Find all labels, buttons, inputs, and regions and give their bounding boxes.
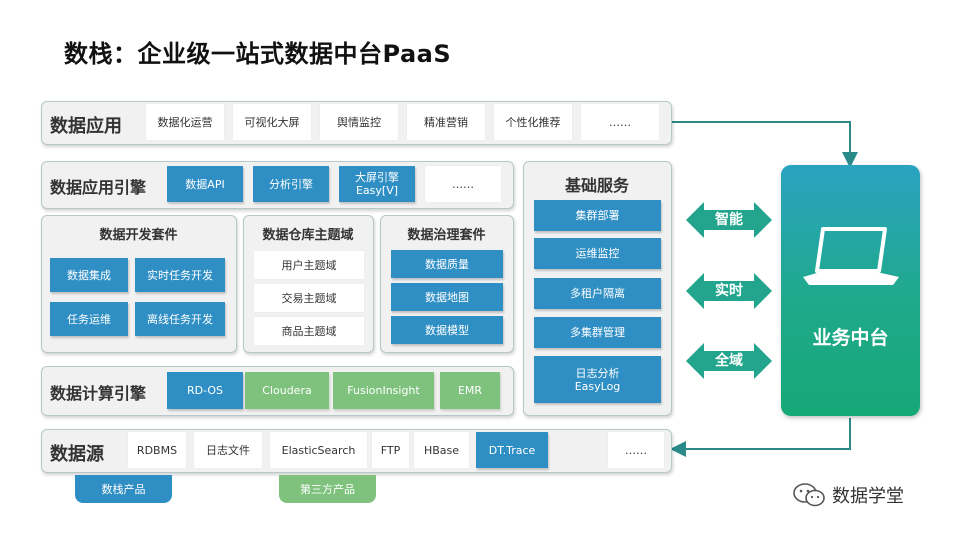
- legend-third-party-product: 第三方产品: [279, 475, 376, 503]
- engine-item: 分析引擎: [253, 166, 329, 202]
- data-source-row: 数据源 RDBMS 日志文件 ElasticSearch FTP HBase D…: [41, 429, 672, 473]
- watermark: 数据学堂: [792, 482, 904, 508]
- app-item: 数据化运营: [146, 104, 224, 140]
- data-dev-suite-title: 数据开发套件: [99, 228, 178, 243]
- app-item: 精准营销: [407, 104, 485, 140]
- wechat-icon: [793, 483, 825, 507]
- data-application-engine-label: 数据应用引擎: [50, 178, 147, 197]
- governance-item: 数据模型: [391, 316, 503, 344]
- app-item: 个性化推荐: [494, 104, 572, 140]
- page-title: 数栈：企业级一站式数据中台PaaS: [64, 40, 452, 68]
- business-label: 业务中台: [812, 327, 889, 349]
- laptop-icon: [803, 227, 899, 285]
- source-item: 日志文件: [194, 432, 262, 468]
- base-service-item: 多集群管理: [534, 317, 661, 348]
- data-application-row: 数据应用 数据化运营 可视化大屏 舆情监控 精准营销 个性化推荐 ……: [41, 101, 672, 145]
- dev-suite-item: 任务运维: [50, 302, 128, 336]
- base-services-title: 基础服务: [564, 176, 629, 195]
- compute-item: RD-OS: [167, 372, 243, 409]
- warehouse-item: 商品主题域: [254, 317, 364, 345]
- app-item-more: ……: [581, 104, 659, 140]
- arrow-label-intelligent: 智能: [715, 212, 743, 228]
- arrow-global: [686, 343, 772, 379]
- data-compute-engine-row: 数据计算引擎 RD-OS Cloudera FusionInsight EMR: [41, 366, 514, 416]
- top-connector-arrow: [672, 121, 858, 168]
- dev-suite-item: 实时任务开发: [135, 258, 225, 292]
- compute-item: FusionInsight: [333, 372, 434, 409]
- source-item: HBase: [414, 432, 469, 468]
- warehouse-item: 用户主题域: [254, 251, 364, 279]
- governance-item: 数据质量: [391, 250, 503, 278]
- app-item: 舆情监控: [320, 104, 398, 140]
- data-warehouse-title: 数据仓库主题域: [262, 228, 354, 243]
- source-item: ElasticSearch: [270, 432, 367, 468]
- dev-suite-item: 离线任务开发: [135, 302, 225, 336]
- app-item: 可视化大屏: [233, 104, 311, 140]
- arrow-label-global: 全域: [715, 353, 743, 369]
- base-services-panel: 基础服务 集群部署 运维监控 多租户隔离 多集群管理 日志分析 EasyLog: [523, 161, 672, 416]
- watermark-text: 数据学堂: [832, 486, 904, 507]
- base-service-item-log: 日志分析 EasyLog: [534, 356, 661, 403]
- engine-item-bigscreen: 大屏引擎 Easy[V]: [339, 166, 415, 202]
- engine-item: 数据API: [167, 166, 243, 202]
- bottom-connector-arrow: [670, 418, 851, 457]
- engine-item-bigscreen-line1: 大屏引擎: [355, 171, 399, 184]
- data-governance-panel: 数据治理套件 数据质量 数据地图 数据模型: [380, 215, 514, 353]
- base-service-log-line1: 日志分析: [575, 366, 620, 380]
- arrow-label-realtime: 实时: [715, 283, 743, 299]
- base-service-item: 集群部署: [534, 200, 661, 231]
- source-item: FTP: [372, 432, 409, 468]
- legend-own-product: 数栈产品: [75, 475, 172, 503]
- data-governance-title: 数据治理套件: [407, 228, 486, 243]
- arrow-intelligent: [686, 202, 772, 238]
- arrow-realtime: [686, 273, 772, 309]
- data-dev-suite-panel: 数据开发套件 数据集成 实时任务开发 任务运维 离线任务开发: [41, 215, 237, 353]
- data-application-engine-row: 数据应用引擎 数据API 分析引擎 大屏引擎 Easy[V] ……: [41, 161, 514, 209]
- business-middle-platform: 业务中台: [781, 165, 920, 416]
- base-service-item: 运维监控: [534, 238, 661, 269]
- data-application-label: 数据应用: [50, 116, 122, 137]
- data-warehouse-panel: 数据仓库主题域 用户主题域 交易主题域 商品主题域: [243, 215, 374, 353]
- dev-suite-item: 数据集成: [50, 258, 128, 292]
- compute-item: Cloudera: [245, 372, 329, 409]
- base-service-item: 多租户隔离: [534, 278, 661, 309]
- governance-item: 数据地图: [391, 283, 503, 311]
- engine-item-bigscreen-line2: Easy[V]: [355, 184, 399, 197]
- compute-item: EMR: [440, 372, 500, 409]
- source-item-more: ……: [608, 432, 664, 468]
- data-source-label: 数据源: [50, 444, 104, 465]
- warehouse-item: 交易主题域: [254, 284, 364, 312]
- source-item: RDBMS: [128, 432, 186, 468]
- base-service-log-line2: EasyLog: [574, 379, 621, 393]
- source-item: DT.Trace: [476, 432, 548, 468]
- data-compute-engine-label: 数据计算引擎: [50, 384, 147, 403]
- engine-item-more: ……: [425, 166, 501, 202]
